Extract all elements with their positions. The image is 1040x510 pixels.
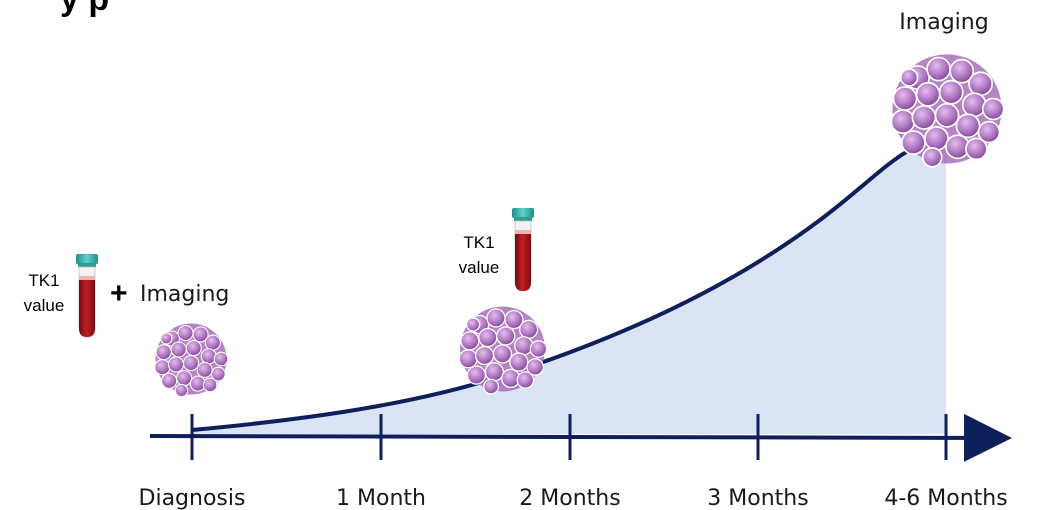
title-fragment: y p <box>60 0 109 18</box>
tick-label-3-months: 3 Months <box>707 486 808 510</box>
growth-area <box>192 140 946 434</box>
diagnosis-value-label: value <box>24 296 65 315</box>
blood-tube-icon <box>511 207 535 292</box>
tick-label-diagnosis: Diagnosis <box>139 486 246 510</box>
time-axis <box>149 413 1012 462</box>
final-imaging-label: Imaging <box>899 10 988 35</box>
diagnosis-tk1-label: TK1 <box>28 271 59 290</box>
plus-sign: + <box>110 277 128 310</box>
tumor-cluster-icon <box>890 53 1005 168</box>
tumor-cluster-icon <box>458 305 548 395</box>
growth-curve <box>191 138 947 432</box>
tick-label-1-month: 1 Month <box>336 486 426 510</box>
blood-tube-icon <box>75 253 99 338</box>
tick-label-4-6-months: 4-6 Months <box>884 486 1007 510</box>
two-months-tk1-label: TK1 <box>463 233 494 252</box>
tumor-cluster-icon <box>154 322 229 398</box>
diagnosis-imaging-label: Imaging <box>140 282 229 307</box>
tick-label-2-months: 2 Months <box>519 486 620 510</box>
two-months-value-label: value <box>459 258 500 277</box>
